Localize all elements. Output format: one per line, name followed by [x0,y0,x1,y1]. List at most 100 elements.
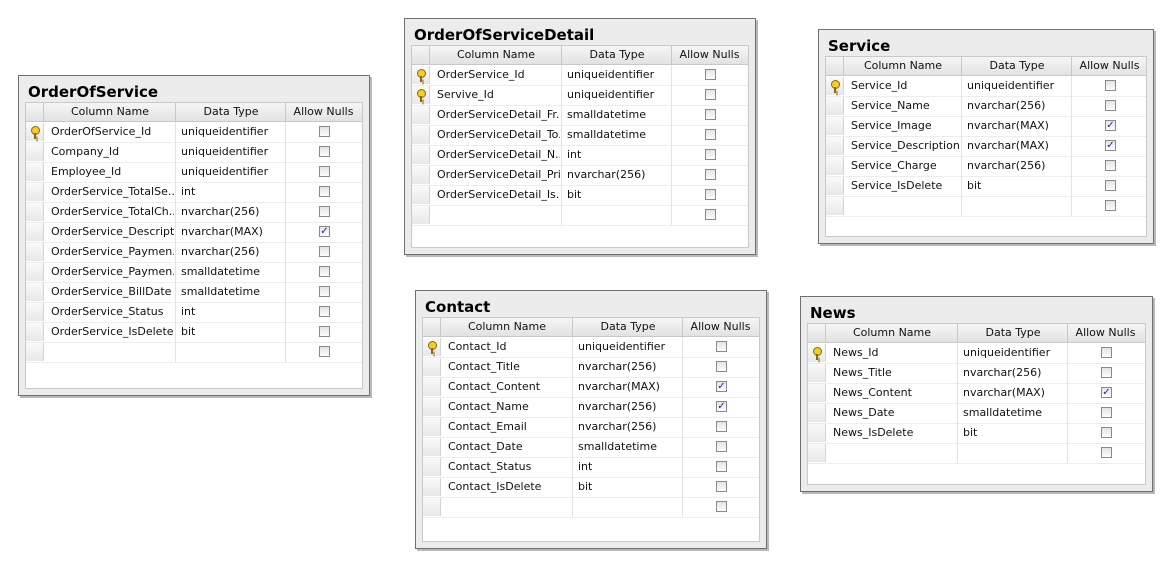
data-type-cell[interactable]: bit [181,325,196,338]
column-name-cell[interactable]: Contact_IsDelete [448,480,542,493]
row-selector[interactable] [826,137,844,155]
column-name-cell[interactable]: Contact_Content [448,380,541,393]
column-name-cell[interactable]: OrderServiceDetail_N... [437,148,560,161]
row-selector[interactable] [826,197,844,215]
table-row[interactable]: OrderServiceDetail_To...smalldatetime [412,125,748,146]
column-name-cell[interactable]: Service_IsDelete [851,179,943,192]
table-row[interactable]: Contact_IsDelete bit [423,477,759,498]
column-name-cell[interactable]: Contact_Status [448,460,532,473]
column-name-cell[interactable]: News_IsDelete [833,426,914,439]
data-type-cell[interactable]: uniqueidentifier [181,165,269,178]
column-name-cell[interactable]: OrderService_Id [437,68,525,81]
header-allow-nulls[interactable]: Allow Nulls [1079,59,1140,72]
table-row[interactable]: Service_IsDelete bit [826,176,1146,197]
row-selector[interactable] [26,123,44,141]
column-name-cell[interactable]: OrderOfService_Id [51,125,152,138]
table-title[interactable]: News [810,304,856,322]
allow-nulls-checkbox[interactable] [1101,447,1112,458]
header-column-name[interactable]: Column Name [852,326,932,339]
row-selector[interactable] [423,398,441,416]
header-column-name[interactable]: Column Name [863,59,943,72]
column-name-cell[interactable]: OrderService_Status [51,305,164,318]
allow-nulls-checkbox[interactable] [705,149,716,160]
allow-nulls-checkbox[interactable] [716,461,727,472]
row-selector[interactable] [26,203,44,221]
column-name-cell[interactable]: News_Id [833,346,879,359]
column-name-cell[interactable]: Contact_Date [448,440,523,453]
table-row[interactable]: News_Title nvarchar(256) [808,363,1145,384]
allow-nulls-checkbox[interactable] [1105,200,1116,211]
data-type-cell[interactable]: uniqueidentifier [567,88,655,101]
row-selector[interactable] [808,344,826,362]
data-type-cell[interactable]: bit [967,179,982,192]
row-selector[interactable] [423,498,441,516]
row-selector[interactable] [826,117,844,135]
table-row[interactable]: OrderService_Paymen...nvarchar(256) [26,242,362,263]
allow-nulls-checkbox[interactable] [716,421,727,432]
data-type-cell[interactable]: nvarchar(256) [967,99,1046,112]
row-selector[interactable] [808,424,826,442]
allow-nulls-checkbox[interactable]: ✓ [1105,120,1116,131]
header-data-type[interactable]: Data Type [989,59,1045,72]
header-allow-nulls[interactable]: Allow Nulls [1075,326,1136,339]
row-selector[interactable] [808,444,826,462]
data-type-cell[interactable]: nvarchar(256) [963,366,1042,379]
data-type-cell[interactable]: nvarchar(MAX) [967,139,1049,152]
row-selector[interactable] [26,183,44,201]
table-row[interactable]: OrderService_Descript...nvarchar(MAX)✓ [26,222,362,243]
table-row[interactable]: OrderServiceDetail_Is...bit [412,185,748,206]
row-selector[interactable] [26,243,44,261]
table-title[interactable]: OrderOfService [28,83,159,101]
table-row[interactable] [412,205,748,226]
allow-nulls-checkbox[interactable] [705,129,716,140]
column-name-cell[interactable]: News_Title [833,366,892,379]
row-selector[interactable] [412,146,430,164]
allow-nulls-checkbox[interactable] [319,326,330,337]
allow-nulls-checkbox[interactable] [319,126,330,137]
header-allow-nulls[interactable]: Allow Nulls [293,105,354,118]
allow-nulls-checkbox[interactable]: ✓ [319,226,330,237]
data-type-cell[interactable]: uniqueidentifier [578,340,666,353]
row-selector[interactable] [26,303,44,321]
allow-nulls-checkbox[interactable]: ✓ [1101,387,1112,398]
header-data-type[interactable]: Data Type [203,105,259,118]
row-selector[interactable] [826,177,844,195]
column-name-cell[interactable]: Contact_Id [448,340,507,353]
table-row[interactable]: OrderServiceDetail_Fr... smalldatetime [412,105,748,126]
data-type-cell[interactable]: int [181,185,196,198]
data-type-cell[interactable]: nvarchar(256) [181,245,260,258]
column-name-cell[interactable]: News_Date [833,406,895,419]
row-selector[interactable] [26,343,44,361]
row-selector[interactable] [423,438,441,456]
data-type-cell[interactable]: bit [963,426,978,439]
row-selector[interactable] [423,418,441,436]
allow-nulls-checkbox[interactable] [716,501,727,512]
allow-nulls-checkbox[interactable] [705,89,716,100]
header-data-type[interactable]: Data Type [985,326,1041,339]
data-type-cell[interactable]: nvarchar(MAX) [963,386,1045,399]
column-name-cell[interactable]: Service_Id [851,79,908,92]
header-column-name[interactable]: Column Name [456,48,536,61]
data-type-cell[interactable]: bit [578,480,593,493]
data-type-cell[interactable]: smalldatetime [181,285,260,298]
table-row[interactable] [808,443,1145,464]
data-type-cell[interactable]: smalldatetime [567,108,646,121]
row-selector[interactable] [26,163,44,181]
allow-nulls-checkbox[interactable] [705,209,716,220]
column-name-cell[interactable]: OrderServiceDetail_Fr... [437,108,560,121]
data-type-cell[interactable]: uniqueidentifier [967,79,1055,92]
